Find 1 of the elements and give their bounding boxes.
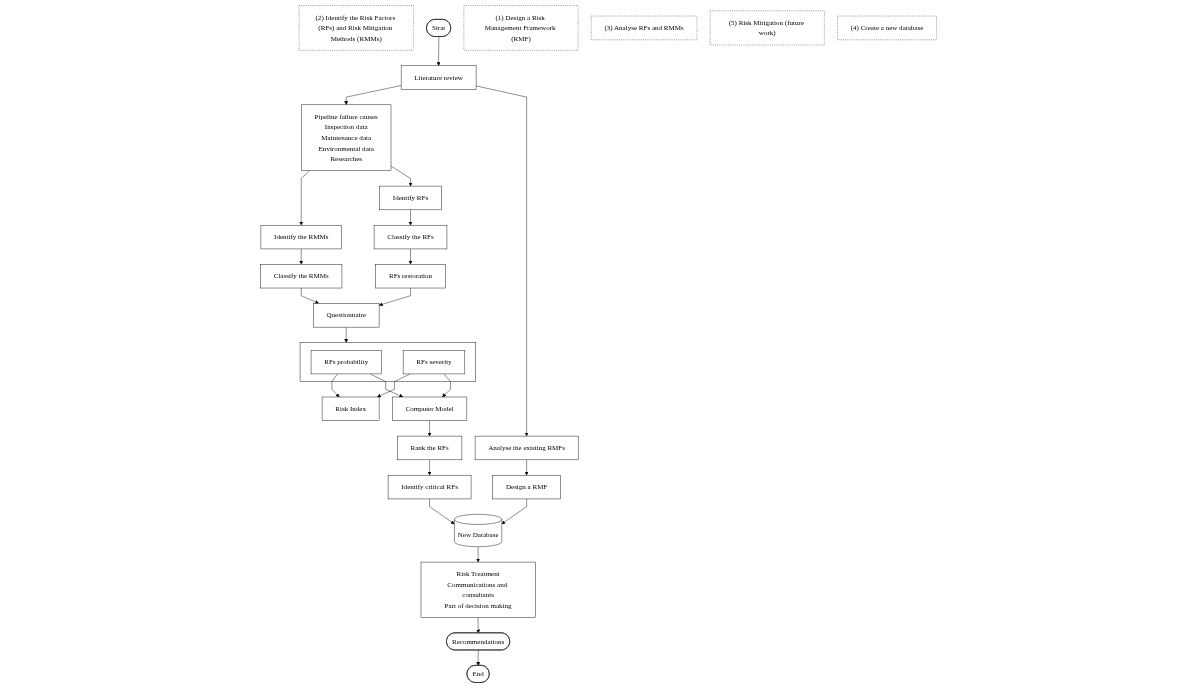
cluster	[299, 342, 477, 382]
